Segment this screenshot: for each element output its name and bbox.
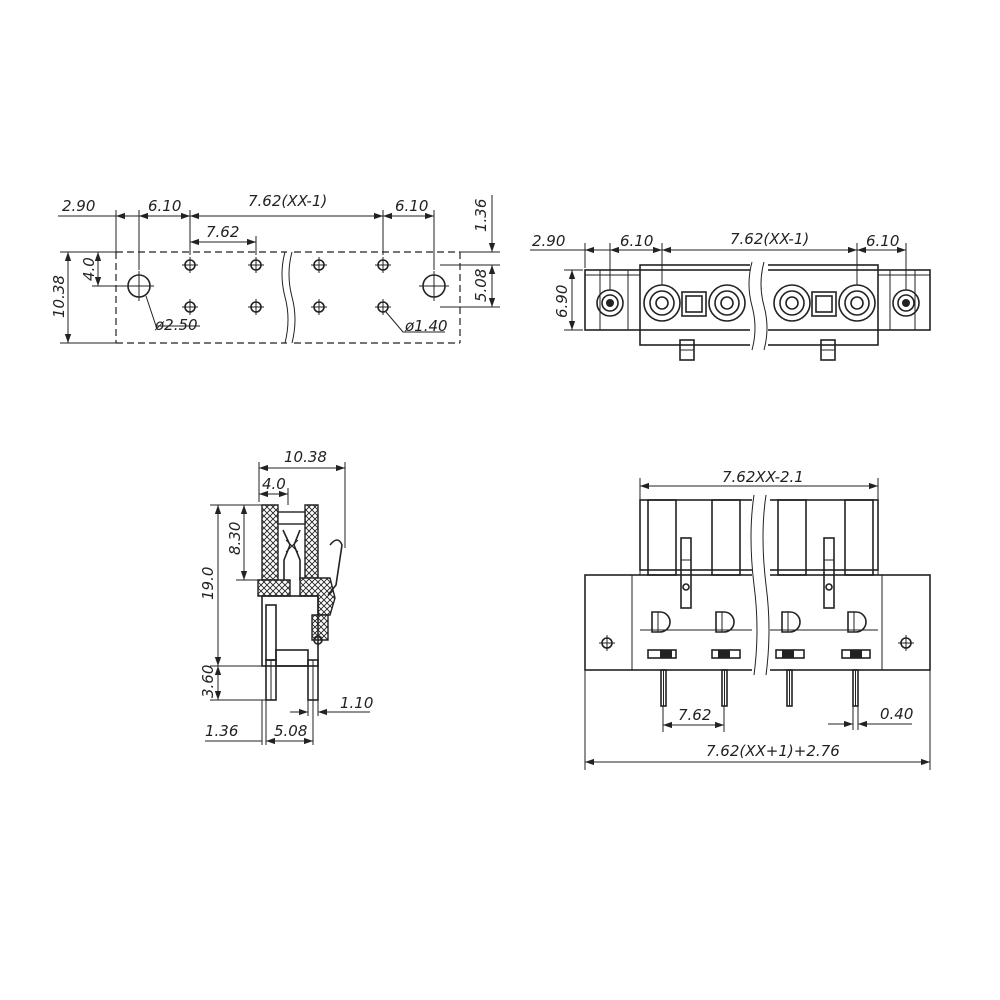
front-contacts xyxy=(643,284,876,322)
pcb-dim-pitch: 7.62 xyxy=(206,223,239,241)
top-dim-body-width: 7.62XX-2.1 xyxy=(722,468,804,486)
pin-holes xyxy=(182,257,391,315)
side-dim-upper: 8.30 xyxy=(226,522,244,555)
pcb-dim-depth: 10.38 xyxy=(50,275,68,318)
top-housing xyxy=(584,494,931,676)
side-body xyxy=(257,504,343,701)
pcb-dim-pitch-outer-left: 6.10 xyxy=(148,197,181,215)
pcb-layout-view: 2.90 6.10 7.62(XX-1) 6.10 7.62 1.36 5.08… xyxy=(50,192,500,344)
pcb-dimensions xyxy=(58,195,500,344)
top-dim-pitch: 7.62 xyxy=(678,706,711,724)
pcb-dim-pin-hole: ø1.40 xyxy=(404,317,448,335)
front-dim-pitch-outer-left: 6.10 xyxy=(620,232,653,250)
top-pins xyxy=(647,649,871,707)
pcb-dim-span: 7.62(XX-1) xyxy=(248,192,327,210)
front-dimensions xyxy=(530,243,907,331)
pcb-dim-row-spacing: 5.08 xyxy=(472,269,490,302)
front-dim-pitch-outer-right: 6.10 xyxy=(866,232,899,250)
top-contacts xyxy=(651,611,867,633)
mount-hole-right xyxy=(419,271,449,301)
side-dim-pin-length: 3.60 xyxy=(199,665,217,698)
side-dim-depth: 10.38 xyxy=(284,448,327,466)
side-dim-row-spacing: 5.08 xyxy=(274,722,307,740)
mount-hole-left xyxy=(124,271,154,301)
top-dimensions xyxy=(584,478,931,770)
pcb-dim-mount-hole: ø2.50 xyxy=(154,316,198,334)
side-dim-total-height: 19.0 xyxy=(199,567,217,600)
front-housing xyxy=(584,261,931,351)
pcb-dim-top-offset: 1.36 xyxy=(472,199,490,232)
pcb-dim-left-offset: 2.90 xyxy=(62,197,95,215)
front-dim-left-offset: 2.90 xyxy=(532,232,565,250)
top-screw-left xyxy=(599,635,615,651)
pcb-dim-pitch-outer-right: 6.10 xyxy=(395,197,428,215)
top-view: 7.62XX-2.1 7.62 0.40 7.62(XX+1)+2.76 xyxy=(584,468,931,770)
front-pins xyxy=(679,339,836,361)
side-dimensions xyxy=(205,462,370,745)
side-view: 10.38 4.0 8.30 19.0 3.60 1.10 1.36 5.08 xyxy=(199,448,373,745)
pcb-dim-hole-offset: 4.0 xyxy=(80,257,98,281)
side-dim-pin-width: 1.10 xyxy=(340,694,373,712)
top-screw-right xyxy=(898,635,914,651)
top-dim-pin-thickness: 0.40 xyxy=(880,705,913,723)
side-dim-top: 4.0 xyxy=(262,475,286,493)
front-screw-left xyxy=(596,289,624,317)
side-dim-offset: 1.36 xyxy=(205,722,238,740)
top-dim-total-width: 7.62(XX+1)+2.76 xyxy=(706,742,840,760)
front-dim-span: 7.62(XX-1) xyxy=(730,230,809,248)
top-latches xyxy=(680,537,835,609)
front-view: 2.90 6.10 7.62(XX-1) 6.10 6.90 xyxy=(530,230,931,361)
front-dim-height: 6.90 xyxy=(553,285,571,318)
pcb-outline xyxy=(115,251,461,344)
